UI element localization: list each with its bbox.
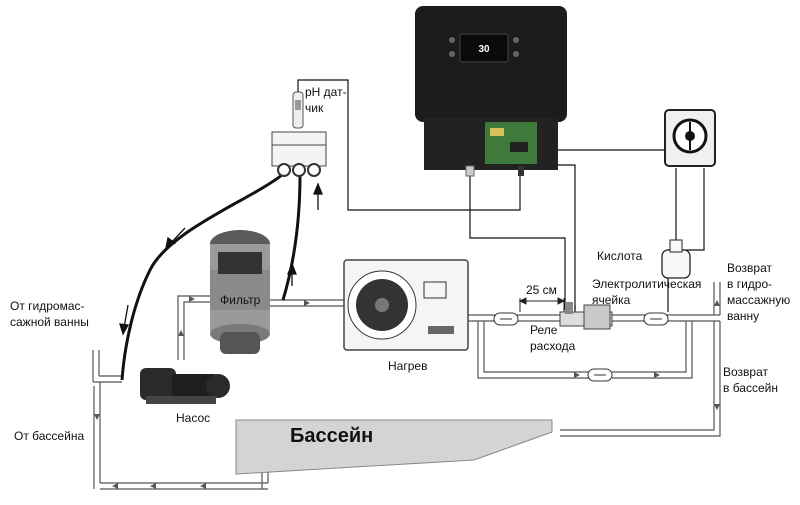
hose-sensor-line [281,174,302,301]
controller-screen [459,33,509,63]
acid-label: Кислота [597,249,643,263]
return-spa-label: Возврат в гидро- массажную ванну [727,261,791,323]
pool-pump [140,368,230,404]
distance-marker [518,297,566,312]
electrolytic-cell [559,302,613,330]
flow-meter-1 [493,312,519,326]
hose-spa-return [120,173,283,381]
hose-arrows [119,182,323,336]
ph-sensor-housing [271,131,327,177]
heat-pump-heater [343,259,469,351]
return-pool-label: Возврат в бассейн [723,365,778,395]
pipe-bypass [477,321,590,379]
controller-unit: 30 [415,6,567,177]
filter-tank [210,230,270,354]
controller-display-value: 30 [478,44,490,55]
dosing-pump [664,109,716,167]
electrolytic-cell-label: Электролитическая ячейка [592,277,702,307]
acid-canister [661,239,691,279]
ph-sensor-label: pH дат- чик [305,85,347,115]
distance-label: 25 см [526,283,557,297]
from-pool-label: От бассейна [14,429,85,443]
pipe-return-spa [713,282,721,315]
flow-meter-2 [643,312,669,326]
heater-label: Нагрев [388,359,428,373]
flow-relay-label: Реле расхода [530,323,576,353]
filter-label: Фильтр [220,293,261,307]
from-spa-label: От гидромас- сажной ванны [10,299,89,329]
pump-label: Насос [176,411,211,425]
pipe-from-pool [92,350,122,383]
pool-basin [235,419,553,475]
pipe-filter-to-heater [268,299,346,307]
pool-label: Бассейн [290,425,374,447]
flow-meter-bypass [587,368,613,382]
pipe-pool-bottom [93,382,268,490]
pipe-return-pool [560,321,721,437]
pipe-pump-to-filter [177,295,212,360]
ph-sensor [292,91,304,129]
cable-ph-to-controller [297,79,521,211]
cable-controller-to-relay [469,172,566,310]
